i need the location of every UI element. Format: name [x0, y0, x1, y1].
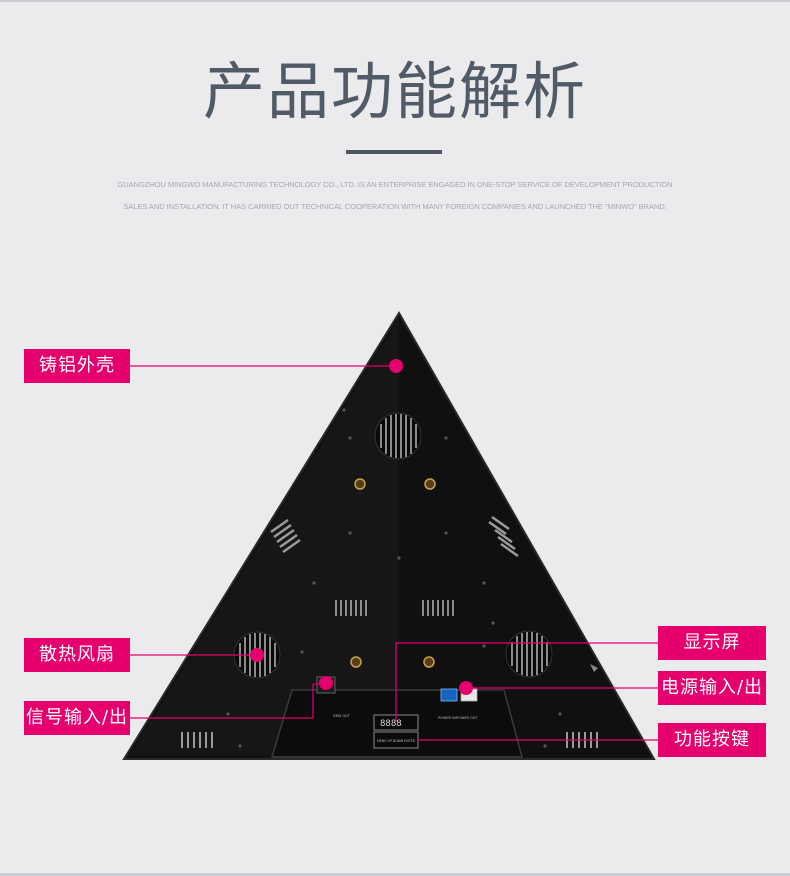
- title-underline: [346, 150, 442, 154]
- callout-power: 电源输入/出: [658, 671, 766, 705]
- top-divider: [0, 0, 790, 2]
- screws: [226, 408, 562, 748]
- power-out-label: POWER OUT: [456, 716, 478, 720]
- button-labels: MENU UP DOWN ENTER: [377, 739, 416, 743]
- callout-buttons: 功能按键: [658, 723, 766, 757]
- triangle-panel-highlight: [130, 318, 399, 755]
- right-fan: [505, 630, 553, 678]
- power-in-label: POWER IN: [438, 716, 456, 720]
- callout-display: 显示屏: [658, 626, 766, 660]
- mounting-knobs: [350, 478, 436, 668]
- display-digits: 8888: [380, 719, 402, 729]
- right-side-vent: [488, 515, 519, 558]
- left-side-vent: [270, 518, 301, 554]
- bottom-divider: [0, 873, 790, 876]
- company-description-line-1: GUANGZHOU MINGWO MANUFACTURING TECHNOLOG…: [117, 180, 673, 189]
- top-fan: [374, 412, 422, 460]
- callout-signal: 信号输入/出: [24, 701, 130, 735]
- corner-notch-right: [590, 664, 598, 672]
- dmx-label: DMX OUT: [333, 714, 351, 718]
- company-description-line-2: SALES AND INSTALLATION. IT HAS CARRIED O…: [123, 202, 667, 211]
- callout-lines: [130, 365, 658, 741]
- function-buttons: MENU UP DOWN ENTER: [373, 731, 419, 749]
- callout-housing: 铸铝外壳: [24, 349, 130, 383]
- center-vents: [335, 600, 454, 616]
- callout-dots: [250, 359, 473, 695]
- page-title: 产品功能解析: [202, 55, 587, 128]
- callout-fan: 散热风扇: [24, 638, 130, 672]
